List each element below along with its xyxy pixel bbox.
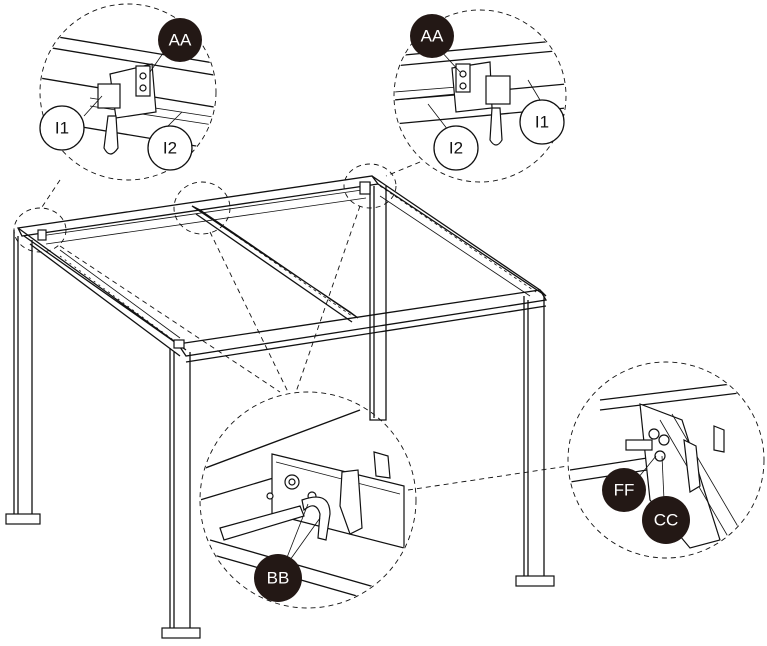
callout-ff-label: FF (614, 481, 635, 500)
callout-i1-right-label: I1 (535, 113, 549, 132)
detail-top-left (39, 3, 217, 181)
callout-i2-left: I2 (147, 111, 193, 171)
callout-i1-right: I1 (519, 79, 565, 145)
callout-cc: CC (642, 455, 690, 544)
center-beam-holes (199, 210, 353, 317)
detail-bottom-center (199, 391, 417, 609)
callout-aa-left: AA (149, 18, 202, 73)
callout-ff: FF (602, 455, 657, 512)
detail-top-right (393, 9, 567, 183)
callout-cc-label: CC (654, 511, 679, 530)
callout-aa-right: AA (410, 14, 461, 73)
callout-i1-left-label: I1 (55, 119, 69, 138)
callout-aa-right-label: AA (421, 27, 444, 46)
callout-aa-left-label: AA (169, 31, 192, 50)
callout-i2-right-label: I2 (449, 139, 463, 158)
pergola-frame (5, 175, 555, 639)
callout-i2-left-label: I2 (163, 139, 177, 158)
callout-bb-label: BB (267, 569, 290, 588)
callout-bb: BB (254, 503, 321, 602)
callout-i2-right: I2 (427, 103, 479, 171)
callout-i1-left: I1 (39, 95, 103, 151)
leader-lines (13, 161, 569, 491)
